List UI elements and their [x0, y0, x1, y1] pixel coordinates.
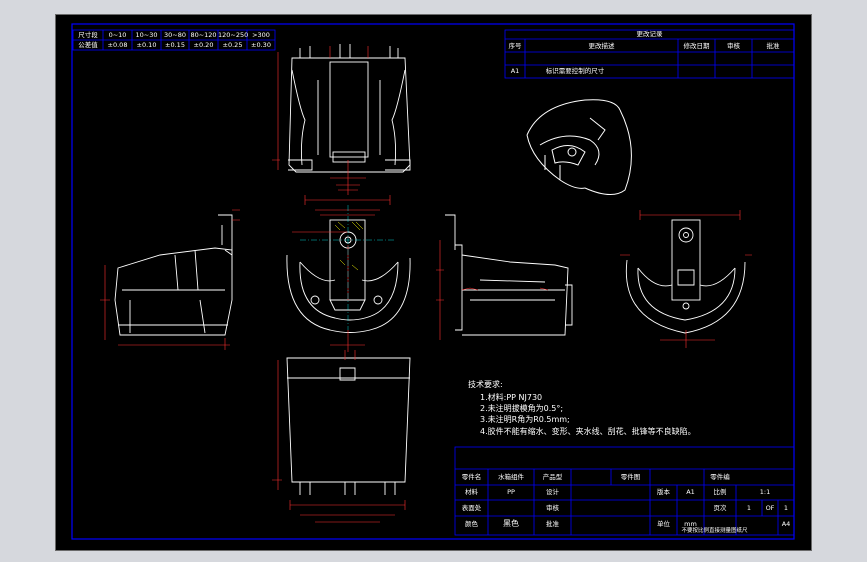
- tolerance-value: ±0.20: [193, 41, 214, 49]
- title-block-grid: [454, 446, 795, 536]
- revision-header-approve: 批准: [766, 42, 780, 50]
- tech-note-line: 4.胶件不能有缩水、变形、夹水线、刮花、批锋等不良缺陷。: [480, 427, 696, 436]
- revision-header-no: 序号: [508, 42, 522, 50]
- tolerance-range: 0~10: [108, 31, 127, 39]
- tech-note-line: 3.未注明R角为R0.5mm;: [480, 415, 570, 424]
- revision-header-date: 修改日期: [683, 42, 710, 50]
- revision-header-review: 审核: [727, 42, 740, 50]
- tolerance-value: ±0.25: [222, 41, 243, 49]
- tech-note-line: 2.未注明拔模角为0.5°;: [480, 404, 564, 413]
- part-drawing-label: 零件图: [620, 473, 641, 481]
- scale-value: 1:1: [759, 488, 771, 496]
- page-total: 1: [783, 504, 789, 512]
- page-of: OF: [765, 504, 775, 512]
- scale-label: 比例: [713, 488, 727, 496]
- surface-label: 表面处: [461, 504, 482, 512]
- unit-value: mm: [684, 520, 697, 528]
- tolerance-range: 10~30: [135, 31, 158, 39]
- tolerance-row1-label: 尺寸段: [78, 31, 98, 39]
- part-name-label: 零件名: [461, 473, 482, 481]
- front-view: [288, 44, 411, 173]
- sheet-size: A4: [781, 520, 791, 528]
- color-value: 黑色: [503, 519, 519, 528]
- tolerance-range: 120~250: [218, 31, 249, 39]
- revision-title: 更改记录: [636, 30, 663, 38]
- revision-row-desc: 标识需要控制的尺寸: [545, 67, 605, 75]
- center-section-hatch: [334, 221, 364, 271]
- review-label: 审核: [546, 504, 559, 512]
- right-side-view: [445, 214, 573, 336]
- tolerance-value: ±0.30: [251, 41, 271, 49]
- product-label: 产品型: [542, 473, 563, 481]
- tech-note-line: 1.材料:PP NJ730: [480, 393, 543, 402]
- tolerance-value: ±0.10: [136, 41, 157, 49]
- rear-circular-view: [625, 219, 746, 334]
- material-label: 材料: [465, 488, 478, 496]
- page-value: 1: [746, 504, 752, 512]
- revision-header-desc: 更改描述: [588, 42, 615, 50]
- unit-label: 单位: [657, 520, 670, 528]
- part-no-label: 零件编: [710, 473, 730, 481]
- version-value: A1: [686, 488, 695, 496]
- center-section-centerlines: [300, 205, 396, 330]
- material-value: PP: [507, 488, 515, 496]
- tolerance-value: ±0.08: [107, 41, 128, 49]
- bottom-view: [286, 357, 411, 495]
- drawing-frame: [55, 14, 812, 551]
- inner-border: [71, 23, 795, 540]
- tolerance-table-grid: [72, 29, 276, 51]
- color-label: 颜色: [465, 520, 478, 528]
- left-side-dims: [100, 209, 240, 350]
- tolerance-row2-label: 公差值: [78, 41, 98, 49]
- isometric-view: [526, 99, 632, 195]
- tolerance-range: 30~80: [164, 31, 186, 39]
- center-section-view: [286, 219, 411, 333]
- front-view-dims: [272, 46, 369, 195]
- approve-label: 批准: [546, 520, 559, 528]
- part-name-value: 水箱组件: [498, 473, 524, 481]
- tolerance-value: ±0.15: [165, 41, 185, 49]
- right-side-dims: [436, 240, 549, 340]
- scale-note: 不要按比例直接测量图纸尺: [681, 528, 748, 534]
- revision-block-grid: [504, 29, 795, 79]
- tolerance-range: >300: [252, 31, 270, 39]
- version-label: 版本: [657, 488, 670, 496]
- rear-circular-dims: [620, 210, 752, 348]
- revision-row-no: A1: [510, 67, 520, 75]
- tech-notes-heading: 技术要求:: [468, 380, 503, 389]
- bottom-view-dims: [272, 350, 406, 523]
- left-side-view: [114, 214, 233, 336]
- design-label: 设计: [546, 488, 559, 496]
- page-label: 页次: [713, 504, 727, 512]
- tolerance-range: 80~120: [190, 31, 217, 39]
